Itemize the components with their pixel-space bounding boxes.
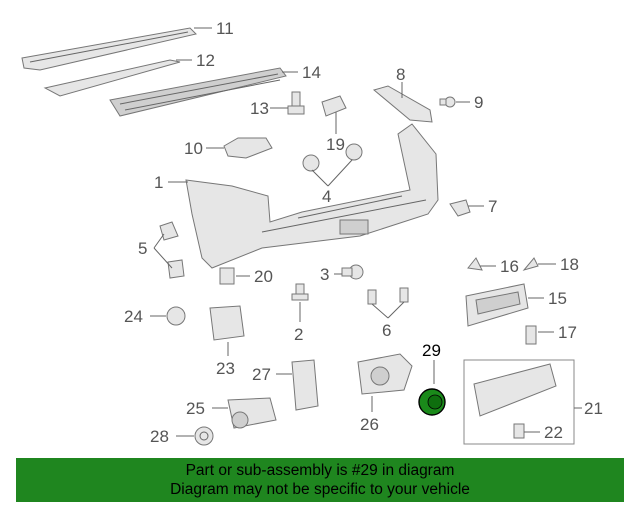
part-27-bracket[interactable] — [291, 359, 319, 411]
callout-7: 7 — [488, 197, 497, 216]
callout-20: 20 — [254, 267, 273, 286]
part-10-bracket[interactable] — [223, 137, 273, 159]
callout-28: 28 — [150, 427, 169, 446]
part-16-clip[interactable] — [467, 257, 483, 271]
callout-23: 23 — [216, 359, 235, 378]
part-7-clip[interactable] — [449, 199, 471, 217]
part-1-bumper-cover[interactable] — [185, 123, 439, 269]
part-12-rail[interactable] — [43, 59, 181, 97]
callout-27: 27 — [252, 365, 271, 384]
part-9-screw[interactable] — [439, 96, 456, 108]
part-4-grommets[interactable] — [302, 143, 363, 172]
part-24-grommet[interactable] — [166, 306, 186, 326]
callout-19: 19 — [326, 135, 345, 154]
leader-5 — [153, 233, 173, 269]
part-8-bracket[interactable] — [372, 85, 433, 123]
callout-29: 29 — [422, 341, 441, 360]
callout-8: 8 — [396, 65, 405, 84]
leader-6 — [371, 301, 405, 319]
part-23-panel[interactable] — [209, 305, 245, 341]
info-banner: Part or sub-assembly is #29 in diagram D… — [16, 458, 624, 502]
part-13-bolt[interactable] — [287, 91, 305, 115]
parts-diagram: 11 12 14 8 9 13 19 10 4 1 7 5 20 3 16 18… — [21, 19, 603, 446]
callout-2: 2 — [294, 325, 303, 344]
callout-6: 6 — [382, 321, 391, 340]
callout-18: 18 — [560, 255, 579, 274]
callout-14: 14 — [302, 63, 321, 82]
part-15-reflector[interactable] — [465, 283, 529, 327]
callout-4: 4 — [322, 187, 331, 206]
part-2-pin[interactable] — [291, 283, 309, 301]
part-25-sensor[interactable] — [227, 397, 277, 429]
part-3-bolt[interactable] — [341, 264, 364, 280]
part-29-highlighted[interactable] — [418, 360, 446, 416]
part-28-ring[interactable] — [194, 426, 214, 446]
part-18-clip[interactable] — [522, 257, 539, 271]
callout-11: 11 — [216, 19, 234, 38]
callout-21: 21 — [584, 399, 603, 418]
callout-15: 15 — [548, 289, 567, 308]
part-14-step-pad[interactable] — [109, 67, 287, 117]
part-17-screw[interactable] — [525, 325, 537, 345]
leader-4 — [311, 159, 353, 187]
callout-1: 1 — [154, 173, 163, 192]
part-22-clip[interactable] — [513, 423, 525, 439]
callout-22: 22 — [544, 423, 563, 442]
callout-16: 16 — [500, 257, 519, 276]
callout-24: 24 — [124, 307, 143, 326]
part-20-clip[interactable] — [219, 267, 235, 285]
callout-26: 26 — [360, 415, 379, 434]
part-5-clips[interactable] — [159, 221, 185, 279]
banner-line-2: Diagram may not be specific to your vehi… — [170, 481, 470, 498]
callout-25: 25 — [186, 399, 205, 418]
part-26-sensor[interactable] — [357, 353, 413, 395]
callout-10: 10 — [184, 139, 203, 158]
callout-12: 12 — [196, 51, 215, 70]
banner-line-1: Part or sub-assembly is #29 in diagram — [185, 462, 455, 479]
part-19-plate[interactable] — [321, 95, 347, 117]
part-6-pins[interactable] — [367, 287, 409, 305]
callout-5: 5 — [138, 239, 147, 258]
part-21-cover-box[interactable] — [463, 359, 575, 445]
part-11-rail[interactable] — [21, 27, 197, 71]
callout-9: 9 — [474, 93, 483, 112]
callout-17: 17 — [558, 323, 577, 342]
callout-13: 13 — [250, 99, 269, 118]
callout-3: 3 — [320, 265, 329, 284]
